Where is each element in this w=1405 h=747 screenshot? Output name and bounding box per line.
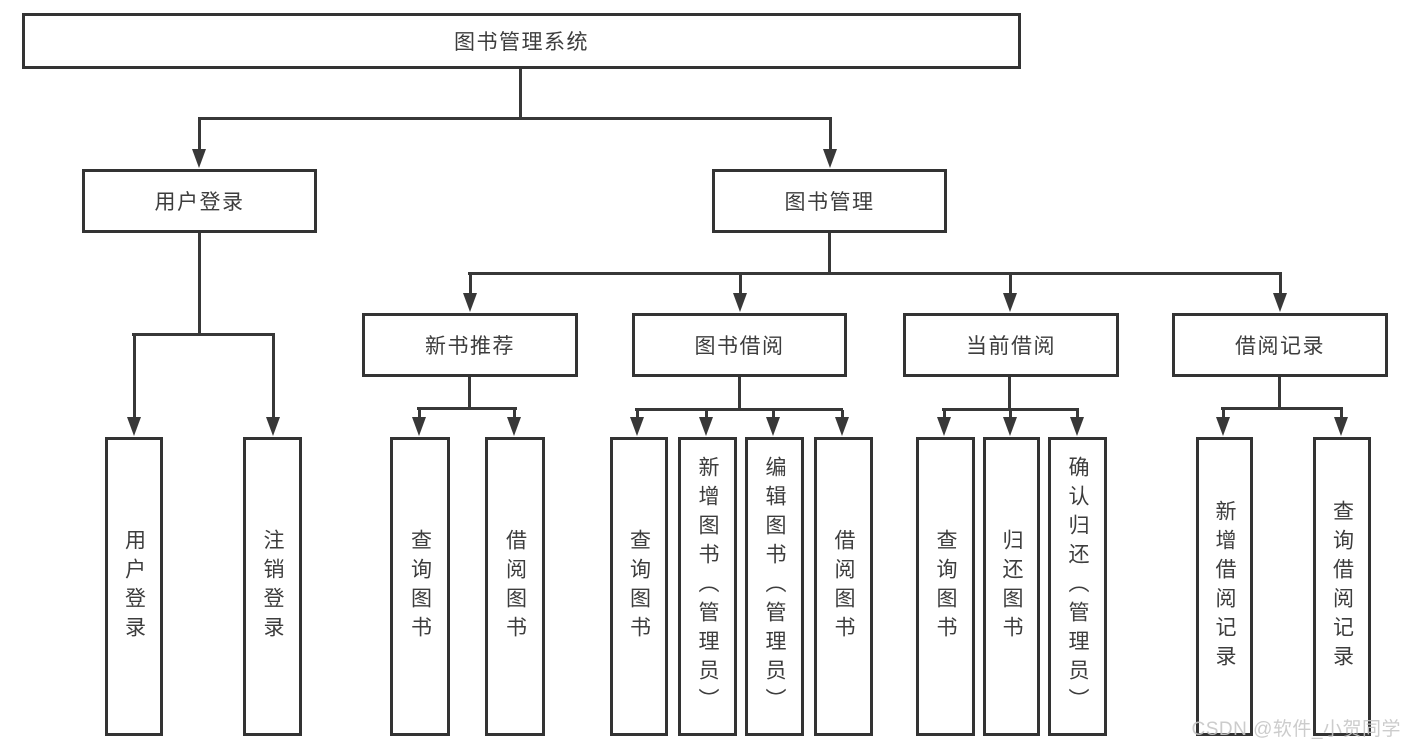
node-book-borrow: 图书借阅 xyxy=(632,313,847,377)
connector-line xyxy=(828,233,831,275)
node-label: 查询借阅记录 xyxy=(1330,499,1354,674)
node-current-borrow: 当前借阅 xyxy=(903,313,1119,377)
connector-line xyxy=(1076,410,1079,419)
connector-line xyxy=(943,410,946,419)
connector-line xyxy=(942,408,1079,411)
node-new-book-rec: 新书推荐 xyxy=(362,313,578,377)
node-add-borrow-record: 新增借阅记录 xyxy=(1196,437,1253,736)
connector-line xyxy=(841,410,844,419)
connector-line xyxy=(705,410,708,419)
arrow-down-icon xyxy=(937,417,951,436)
node-label: 查询图书 xyxy=(627,528,651,645)
arrow-down-icon xyxy=(507,417,521,436)
node-label: 确认归还（管理员） xyxy=(1066,456,1089,717)
node-edit-book: 编辑图书（管理员） xyxy=(745,437,804,736)
connector-line xyxy=(1222,408,1225,419)
connector-line xyxy=(272,335,275,419)
node-logout: 注销登录 xyxy=(243,437,302,736)
connector-line xyxy=(738,377,741,411)
arrow-down-icon xyxy=(192,149,206,168)
connector-line xyxy=(198,118,201,151)
connector-line xyxy=(1008,377,1011,411)
node-label: 图书管理系统 xyxy=(454,31,589,54)
arrow-down-icon xyxy=(1334,417,1348,436)
node-borrow-record: 借阅记录 xyxy=(1172,313,1388,377)
node-query-book-1: 查询图书 xyxy=(390,437,450,736)
node-label: 借阅图书 xyxy=(832,528,855,645)
arrow-down-icon xyxy=(412,417,426,436)
connector-line xyxy=(636,410,639,419)
node-label: 新增图书（管理员） xyxy=(696,456,719,717)
arrow-down-icon xyxy=(1003,417,1017,436)
node-label: 新书推荐 xyxy=(425,335,515,358)
arrow-down-icon xyxy=(1216,417,1230,436)
node-label: 归还图书 xyxy=(1000,528,1023,645)
connector-line xyxy=(418,408,421,419)
node-label: 新增借阅记录 xyxy=(1213,499,1236,674)
arrow-down-icon xyxy=(766,417,780,436)
connector-line xyxy=(1278,377,1281,409)
connector-line xyxy=(417,407,517,410)
connector-line xyxy=(198,233,201,336)
connector-line xyxy=(1009,410,1012,419)
node-label: 图书借阅 xyxy=(694,335,785,358)
connector-line xyxy=(1009,274,1012,295)
node-query-book-2: 查询图书 xyxy=(610,437,668,736)
arrow-down-icon xyxy=(733,293,747,312)
connector-line xyxy=(519,69,522,119)
node-label: 注销登录 xyxy=(261,528,284,645)
node-login-group: 用户登录 xyxy=(82,169,317,233)
node-label: 用户登录 xyxy=(122,528,146,645)
connector-line xyxy=(635,408,843,411)
node-add-book: 新增图书（管理员） xyxy=(678,437,737,736)
connector-line xyxy=(1340,408,1343,419)
node-query-book-3: 查询图书 xyxy=(916,437,975,736)
node-root: 图书管理系统 xyxy=(22,13,1021,69)
node-label: 查询图书 xyxy=(934,528,957,645)
node-confirm-return: 确认归还（管理员） xyxy=(1048,437,1107,736)
connector-line xyxy=(469,274,472,295)
node-book-mgmt: 图书管理 xyxy=(712,169,947,233)
node-label: 查询图书 xyxy=(408,528,432,645)
connector-line xyxy=(1221,407,1343,410)
node-label: 图书管理 xyxy=(784,191,875,214)
connector-line xyxy=(133,335,136,419)
arrow-down-icon xyxy=(699,417,713,436)
node-label: 用户登录 xyxy=(154,191,245,214)
connector-line xyxy=(829,118,832,151)
arrow-down-icon xyxy=(823,149,837,168)
node-borrow-book-1: 借阅图书 xyxy=(485,437,545,736)
node-user-login: 用户登录 xyxy=(105,437,163,736)
arrow-down-icon xyxy=(1273,293,1287,312)
arrow-down-icon xyxy=(1003,293,1017,312)
node-query-borrow-record: 查询借阅记录 xyxy=(1313,437,1371,736)
connector-line xyxy=(772,410,775,419)
node-borrow-book-2: 借阅图书 xyxy=(814,437,873,736)
connector-line xyxy=(198,117,832,120)
arrow-down-icon xyxy=(463,293,477,312)
connector-line xyxy=(1279,274,1282,295)
connector-line xyxy=(132,333,275,336)
node-label: 当前借阅 xyxy=(966,335,1056,358)
watermark: CSDN @软件_小贺同学 xyxy=(1191,719,1401,740)
arrow-down-icon xyxy=(266,417,280,436)
node-label: 借阅图书 xyxy=(503,528,527,645)
arrow-down-icon xyxy=(127,417,141,436)
arrow-down-icon xyxy=(1070,417,1084,436)
connector-line xyxy=(468,377,471,410)
arrow-down-icon xyxy=(630,417,644,436)
node-label: 编辑图书（管理员） xyxy=(763,456,786,717)
connector-line xyxy=(513,408,516,419)
connector-line xyxy=(739,274,742,295)
node-label: 借阅记录 xyxy=(1235,335,1325,358)
connector-line xyxy=(468,272,1282,275)
node-return-book: 归还图书 xyxy=(983,437,1040,736)
arrow-down-icon xyxy=(835,417,849,436)
